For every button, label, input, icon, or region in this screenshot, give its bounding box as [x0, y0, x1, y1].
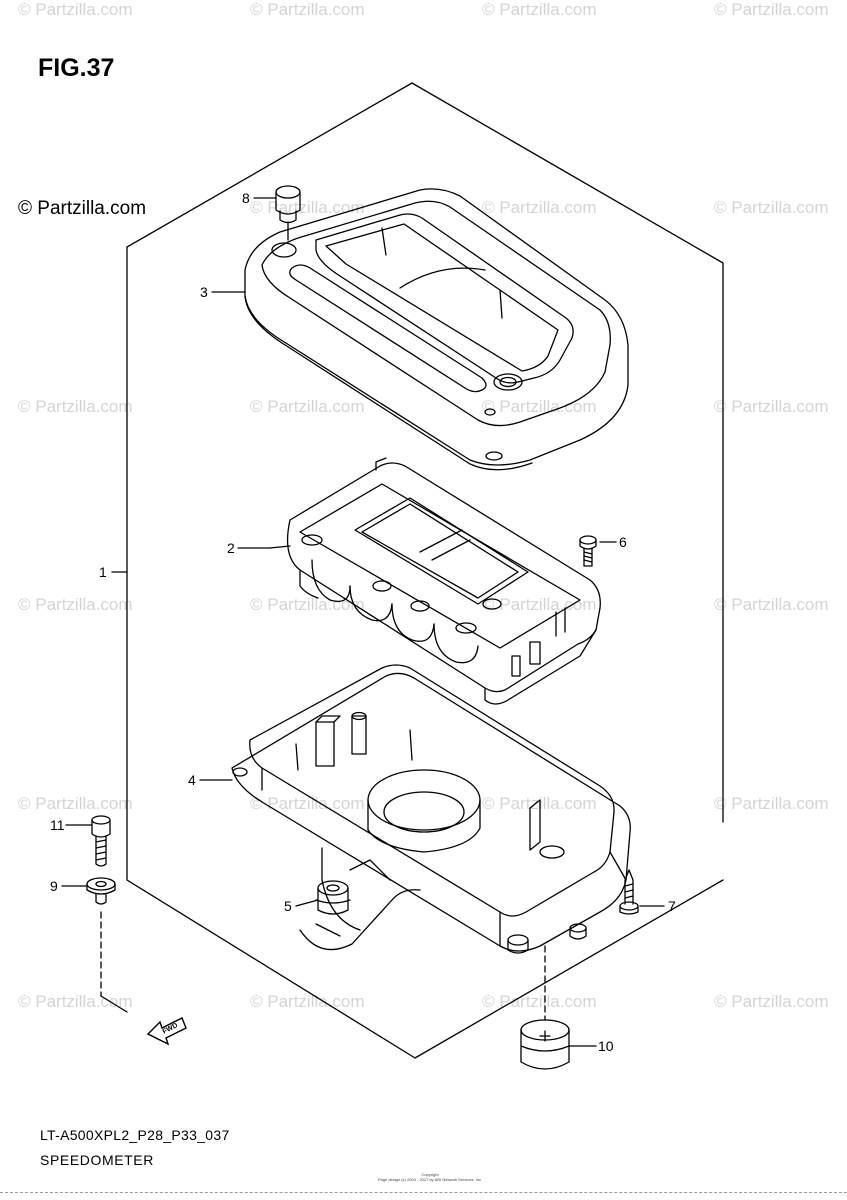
callout-1: 1 [99, 564, 107, 580]
watermark: © Partzilla.com [250, 595, 365, 614]
callout-4: 4 [188, 772, 196, 788]
meter-case [231, 664, 631, 954]
callout-10: 10 [598, 1038, 614, 1054]
callout-3: 3 [200, 284, 208, 300]
washer-9 [86, 877, 116, 905]
section-title: SPEEDOMETER [40, 1152, 154, 1168]
model-code: LT-A500XPL2_P28_P33_037 [40, 1127, 230, 1143]
watermark: © Partzilla.com [18, 0, 133, 19]
watermark: © Partzilla.com [714, 0, 829, 19]
watermark: © Partzilla.com [18, 397, 133, 416]
watermark: © Partzilla.com [714, 595, 829, 614]
forward-arrow-icon: FWD [146, 1017, 187, 1046]
page-divider [0, 1192, 847, 1193]
screw-6 [579, 535, 597, 567]
callout-5: 5 [284, 898, 292, 914]
watermark: © Partzilla.com [250, 992, 365, 1011]
watermark: © Partzilla.com [714, 794, 829, 813]
screw-7 [619, 869, 639, 915]
watermark: © Partzilla.com [482, 0, 597, 19]
cushion-10 [520, 1019, 570, 1070]
copyright-line: Copyright [421, 1172, 439, 1177]
watermark: © Partzilla.com [250, 397, 365, 416]
watermark: © Partzilla.com [482, 595, 597, 614]
watermark: © Partzilla.com [714, 397, 829, 416]
watermark: © Partzilla.com [250, 0, 365, 19]
assembly-boundary [126, 82, 724, 823]
grommet [315, 880, 351, 915]
copyright-line: Page design (c) 2004 - 2017 by ARI Netwo… [377, 1177, 483, 1182]
callout-8: 8 [242, 190, 250, 206]
copyright-notice: Copyright Page design (c) 2004 - 2017 by… [365, 1172, 495, 1182]
credit-label: © Partzilla.com [18, 198, 147, 219]
callout-9: 9 [50, 878, 58, 894]
assembly-boundary [126, 246, 724, 1059]
watermark: © Partzilla.com [18, 794, 133, 813]
callout-6: 6 [619, 534, 627, 550]
watermark: © Partzilla.com [482, 992, 597, 1011]
callout-7: 7 [668, 898, 676, 914]
watermark: © Partzilla.com [18, 992, 133, 1011]
meter-cover [244, 188, 629, 471]
cap-screw [275, 185, 301, 241]
figure-title: FIG.37 [38, 54, 115, 82]
watermark: © Partzilla.com [18, 595, 133, 614]
callout-2: 2 [227, 540, 235, 556]
meter-unit [269, 457, 601, 705]
callout-11: 11 [50, 817, 65, 833]
watermark: © Partzilla.com [482, 198, 597, 217]
watermark: © Partzilla.com [482, 794, 597, 813]
bolt-11 [91, 815, 111, 867]
watermark: © Partzilla.com [250, 794, 365, 813]
watermark: © Partzilla.com [714, 992, 829, 1011]
watermark: © Partzilla.com [482, 397, 597, 416]
watermark: © Partzilla.com [714, 198, 829, 217]
